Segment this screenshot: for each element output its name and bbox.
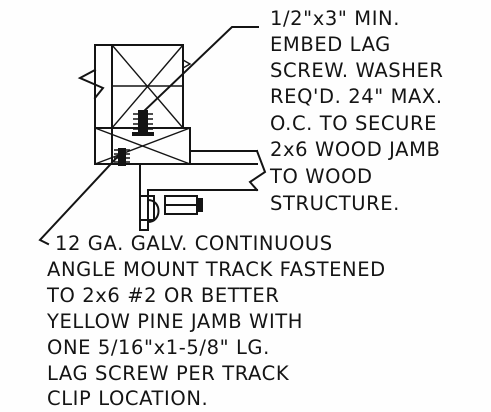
note-top-line: REQ'D. 24" MAX. xyxy=(270,85,443,108)
note-bottom-line: TO 2x6 #2 OR BETTER xyxy=(46,284,280,307)
break-line-right xyxy=(248,149,267,192)
note-bottom-line: YELLOW PINE JAMB WITH xyxy=(46,310,303,333)
top-leader xyxy=(140,26,259,115)
header-line xyxy=(169,149,267,192)
note-bottom: 12 GA. GALV. CONTINUOUS ANGLE MOUNT TRAC… xyxy=(46,232,393,410)
note-bottom-line: LAG SCREW PER TRACK xyxy=(47,362,290,385)
note-top: 1/2"x3" MIN. EMBED LAG SCREW. WASHER REQ… xyxy=(269,7,450,215)
note-bottom-line: ANGLE MOUNT TRACK FASTENED xyxy=(47,258,386,281)
break-line-left xyxy=(77,68,105,100)
note-top-line: TO WOOD xyxy=(269,165,373,188)
angle-mount-track xyxy=(139,163,203,231)
note-bottom-line: CLIP LOCATION. xyxy=(47,387,208,410)
note-top-line: 2x6 WOOD JAMB xyxy=(270,138,441,161)
note-top-line: STRUCTURE. xyxy=(270,192,400,215)
note-top-line: EMBED LAG xyxy=(270,33,391,56)
note-bottom-line: ONE 5/16"x1-5/8" LG. xyxy=(47,336,270,359)
wood-structure xyxy=(77,44,192,129)
note-top-line: 1/2"x3" MIN. xyxy=(270,7,400,30)
lag-screw-lower xyxy=(114,148,130,166)
leader-lines xyxy=(38,26,259,246)
note-top-line: SCREW. WASHER xyxy=(270,59,444,82)
bottom-leader xyxy=(38,151,123,246)
lag-screw-upper xyxy=(132,110,154,136)
note-bottom-line: 12 GA. GALV. CONTINUOUS xyxy=(55,232,333,255)
note-top-line: O.C. TO SECURE xyxy=(270,112,437,135)
